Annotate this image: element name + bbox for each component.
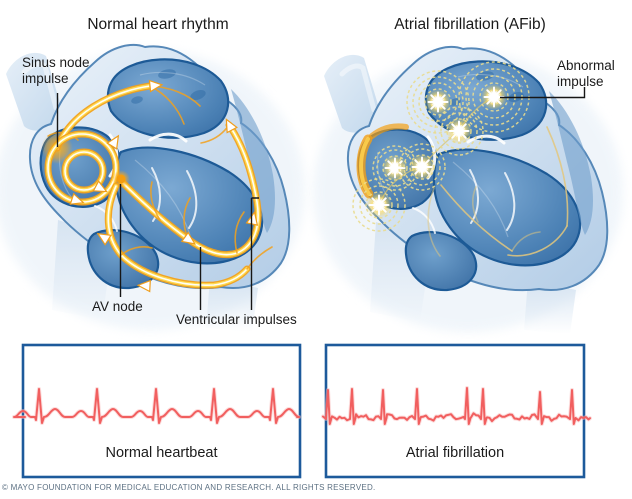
starburst-ray: [414, 159, 422, 167]
abnormal-leader-line: [500, 87, 586, 99]
starburst-ray: [387, 160, 395, 168]
starburst-ray: [379, 205, 387, 213]
afib-ripple-ring: [440, 112, 478, 150]
starburst-ray: [371, 197, 379, 205]
afib-ripple-ring: [412, 76, 464, 128]
abnormal-impulse-label: Abnormal impulse: [557, 58, 615, 89]
ventricular-leader-line-2: [250, 197, 259, 310]
copyright-notice: © MAYO FOUNDATION FOR MEDICAL EDUCATION …: [2, 483, 376, 492]
normal-ecg-trace: [13, 388, 300, 424]
starburst-ray: [459, 131, 467, 139]
starburst-ray: [395, 168, 403, 176]
starburst-ray: [451, 131, 459, 139]
av-node-label: AV node: [92, 299, 143, 314]
starburst-core: [375, 201, 383, 209]
starburst-ray: [486, 97, 494, 105]
starburst-ray: [438, 94, 446, 102]
afib-ecg-trace: [322, 387, 591, 425]
starburst-ray: [430, 94, 438, 102]
afib-ripple-ring: [359, 185, 399, 225]
starburst-ray: [494, 89, 502, 97]
starburst-ray: [430, 102, 438, 110]
normal-heart-illustration: [0, 45, 305, 332]
starburst-ray: [379, 197, 387, 205]
av-node-dot: [116, 174, 126, 184]
afib-ripple-ring: [406, 70, 470, 134]
starburst-core: [418, 163, 426, 171]
starburst-ray: [371, 205, 379, 213]
starburst-ray: [486, 89, 494, 97]
starburst-ray: [451, 123, 459, 131]
starburst-ray: [459, 123, 467, 131]
starburst-core: [391, 164, 399, 172]
starburst-core: [455, 127, 463, 135]
afib-ripple-ring: [403, 148, 441, 186]
starburst-ray: [422, 159, 430, 167]
afib-ripple-ring: [434, 106, 484, 156]
afib-foci: [352, 61, 530, 232]
afib-ripple-ring: [352, 178, 406, 232]
starburst-ray: [438, 102, 446, 110]
starburst-ray: [387, 168, 395, 176]
ecg-strips: [12, 343, 592, 479]
afib-overlay: [352, 61, 569, 257]
sinus-node-impulse-label: Sinus node impulse: [22, 55, 90, 86]
normal-panel-title: Normal heart rhythm: [87, 16, 229, 33]
starburst-ray: [414, 167, 422, 175]
normal-ecg-caption: Normal heartbeat: [105, 445, 218, 461]
afib-ecg-caption: Atrial fibrillation: [405, 445, 505, 461]
afib-panel-title: Atrial fibrillation (AFib): [394, 16, 546, 33]
starburst-core: [434, 98, 442, 106]
starburst-ray: [422, 167, 430, 175]
afib-ripple-ring: [398, 143, 446, 191]
afib-heart-illustration: [313, 47, 623, 334]
normal-conduction-pathways: [41, 78, 273, 293]
leader-lines: [56, 87, 586, 310]
starburst-core: [490, 93, 498, 101]
ventricular-impulses-label: Ventricular impulses: [176, 312, 297, 327]
starburst-ray: [494, 97, 502, 105]
